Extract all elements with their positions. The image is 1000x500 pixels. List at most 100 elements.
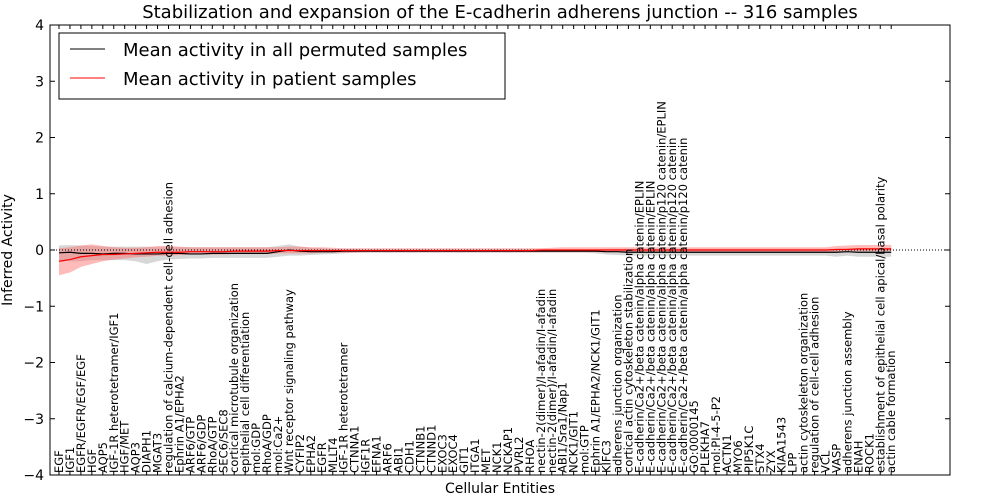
x-tick-label: HGF/MET	[118, 420, 132, 473]
band-permuted	[59, 244, 892, 265]
x-tick-label: MGAT3	[151, 433, 165, 473]
x-tick-label: LPP	[786, 453, 800, 473]
x-tick-label: RhoA/GDP	[260, 414, 274, 473]
series-lines	[58, 248, 892, 262]
x-tick-label: STX4	[753, 443, 767, 473]
y-tick-label: −3	[23, 412, 44, 428]
x-tick-label: KIAA1543	[775, 417, 789, 473]
x-tick-label: SEC6/SEC8	[216, 409, 230, 473]
x-tick-label: CTNNA1	[348, 426, 362, 473]
x-tick-label: EFNA1	[370, 435, 384, 473]
x-tick-label: VCL	[819, 450, 833, 473]
x-tick-label: mol:GTP	[578, 425, 592, 473]
y-tick-label: −1	[23, 299, 44, 315]
x-tick-label: ARF6	[381, 443, 395, 473]
x-tick-label: AQP3	[129, 442, 143, 473]
x-tick-label: ITGA1	[468, 438, 482, 473]
x-tick-label: E-cadherin/Ca2+/beta catenin/alpha caten…	[665, 138, 679, 473]
x-tick-label: PVRL2	[512, 436, 526, 473]
x-tick-label: ENAH	[851, 441, 865, 473]
x-tick-label: CYFIP2	[293, 434, 307, 473]
x-axis-label: Cellular Entities	[445, 481, 555, 497]
x-tick-label: IGF-1R heterotetramer/IGF1	[107, 313, 121, 473]
y-tick-label: 3	[35, 74, 44, 90]
x-tick-label: CDH1	[402, 440, 416, 473]
x-tick-label: MET	[479, 448, 493, 473]
x-tick-label: EXOC4	[446, 434, 460, 473]
x-tick-label: E-cadherin/Ca2+/beta catenin/alpha caten…	[643, 181, 657, 473]
legend-label-permuted: Mean activity in all permuted samples	[123, 40, 467, 61]
x-tick-label: actin cable formation	[884, 350, 898, 473]
y-tick-label: −2	[23, 356, 44, 372]
legend-label-patient: Mean activity in patient samples	[123, 69, 417, 90]
plot-frame	[49, 24, 951, 476]
x-tick-label: Ephrin A1/EPHA2	[172, 375, 186, 473]
chart-title: Stabilization and expansion of the E-cad…	[142, 2, 858, 23]
x-tick-label: regulation of cell-cell adhesion	[808, 297, 822, 473]
legend-box	[58, 32, 506, 100]
axis-ticks	[50, 24, 950, 476]
x-tick-label: EXOC3	[435, 434, 449, 473]
x-tick-label: ABI1	[391, 447, 405, 473]
x-tick-label: HGF	[85, 449, 99, 473]
x-tick-label: adherens junction organization	[610, 295, 624, 473]
x-tick-label: EGFR/EGFR/EGF/EGF	[74, 354, 88, 473]
legend: Mean activity in all permuted samples Me…	[58, 32, 506, 100]
x-tick-label: VASP	[829, 444, 843, 473]
x-tick-label: E-cadherin/Ca2+/beta catenin/alpha caten…	[654, 101, 668, 473]
x-tick-label: NCK1/GIT1	[567, 411, 581, 473]
x-tick-label: PIP5K1C	[742, 426, 756, 473]
x-tick-label: NCK1	[490, 442, 504, 474]
y-tick-label: 1	[35, 187, 44, 203]
x-tick-label: adherens junction assembly	[840, 311, 854, 473]
x-tick-label: cortical actin cytoskeleton stabilizatio…	[621, 249, 635, 473]
x-tick-label: mol:GDP	[249, 423, 263, 473]
x-tick-label: Ephrin A1/EPHA2/NCK1/GIT1	[589, 309, 603, 473]
x-tick-label: EGF	[52, 450, 66, 473]
x-tick-label: MLLT4	[326, 438, 340, 474]
x-tick-label: regulation of calcium-dependent cell-cel…	[162, 182, 176, 473]
x-tick-label: KIFC3	[600, 440, 614, 473]
x-tick-label: mol:Ca2+	[271, 416, 285, 473]
x-tick-label: CTNNB1	[413, 426, 427, 473]
y-tick-label: 2	[35, 131, 44, 147]
x-tick-label: PLEKHA7	[698, 421, 712, 473]
x-tick-label: RHOA	[523, 440, 537, 473]
x-tick-label: RhoA/GTP	[205, 416, 219, 473]
x-tick-label: establishment of epithelial cell apical/…	[873, 177, 887, 473]
series-line-patient	[58, 248, 892, 262]
x-tick-label: MYO6	[731, 440, 745, 473]
x-tick-label: epithelial cell differentiation	[238, 312, 252, 473]
y-axis-label: Inferred Activity	[0, 194, 16, 306]
x-tick-label: AQP5	[96, 442, 110, 473]
x-tick-label: ROCK1	[862, 433, 876, 473]
x-tick-label: ARF6/GTP	[183, 417, 197, 473]
y-tick-labels: 4 3 2 1 0 −1 −2 −3 −4	[23, 18, 44, 484]
x-tick-label: ACTN1	[720, 434, 734, 473]
x-tick-label: nectin-2(dimer)/I-afadin/I-afadin	[534, 289, 548, 473]
x-tick-label: EPHA2	[304, 435, 318, 473]
x-tick-label: IGF-1R heterotetramer	[337, 342, 351, 473]
x-tick-label: mol:PI-4-5-P2	[709, 396, 723, 473]
x-tick-label: EGFR	[315, 442, 329, 473]
x-tick-label: actin cytoskeleton organization	[797, 293, 811, 473]
x-tick-label: CTNND1	[424, 425, 438, 473]
x-tick-label: GIT1	[457, 446, 471, 473]
y-tick-label: −4	[23, 468, 44, 484]
x-tick-label: GO:0000145	[687, 400, 701, 473]
x-tick-label: E-cadherin/Ca2+/beta catenin/alpha caten…	[632, 181, 646, 473]
x-tick-label: ZYX	[764, 450, 778, 473]
x-tick-label: DIAPH1	[140, 430, 154, 473]
x-tick-label: IGF1R	[359, 439, 373, 473]
x-tick-label: cortical microtubule organization	[227, 283, 241, 473]
x-tick-label: NCKAP1	[501, 427, 515, 473]
y-tick-label: 4	[35, 18, 44, 34]
x-tick-label: nectin-2(dimer)/I-afadin/I-afadin	[545, 289, 559, 473]
y-tick-label: 0	[35, 243, 44, 259]
x-tick-label: Wnt receptor signaling pathway	[282, 289, 296, 473]
x-tick-label: ARF6/GDP	[194, 415, 208, 473]
x-tick-label: E-cadherin/Ca2+/beta catenin/alpha caten…	[676, 138, 690, 473]
x-tick-label: ABI1/Sra1/Nap1	[556, 382, 570, 473]
